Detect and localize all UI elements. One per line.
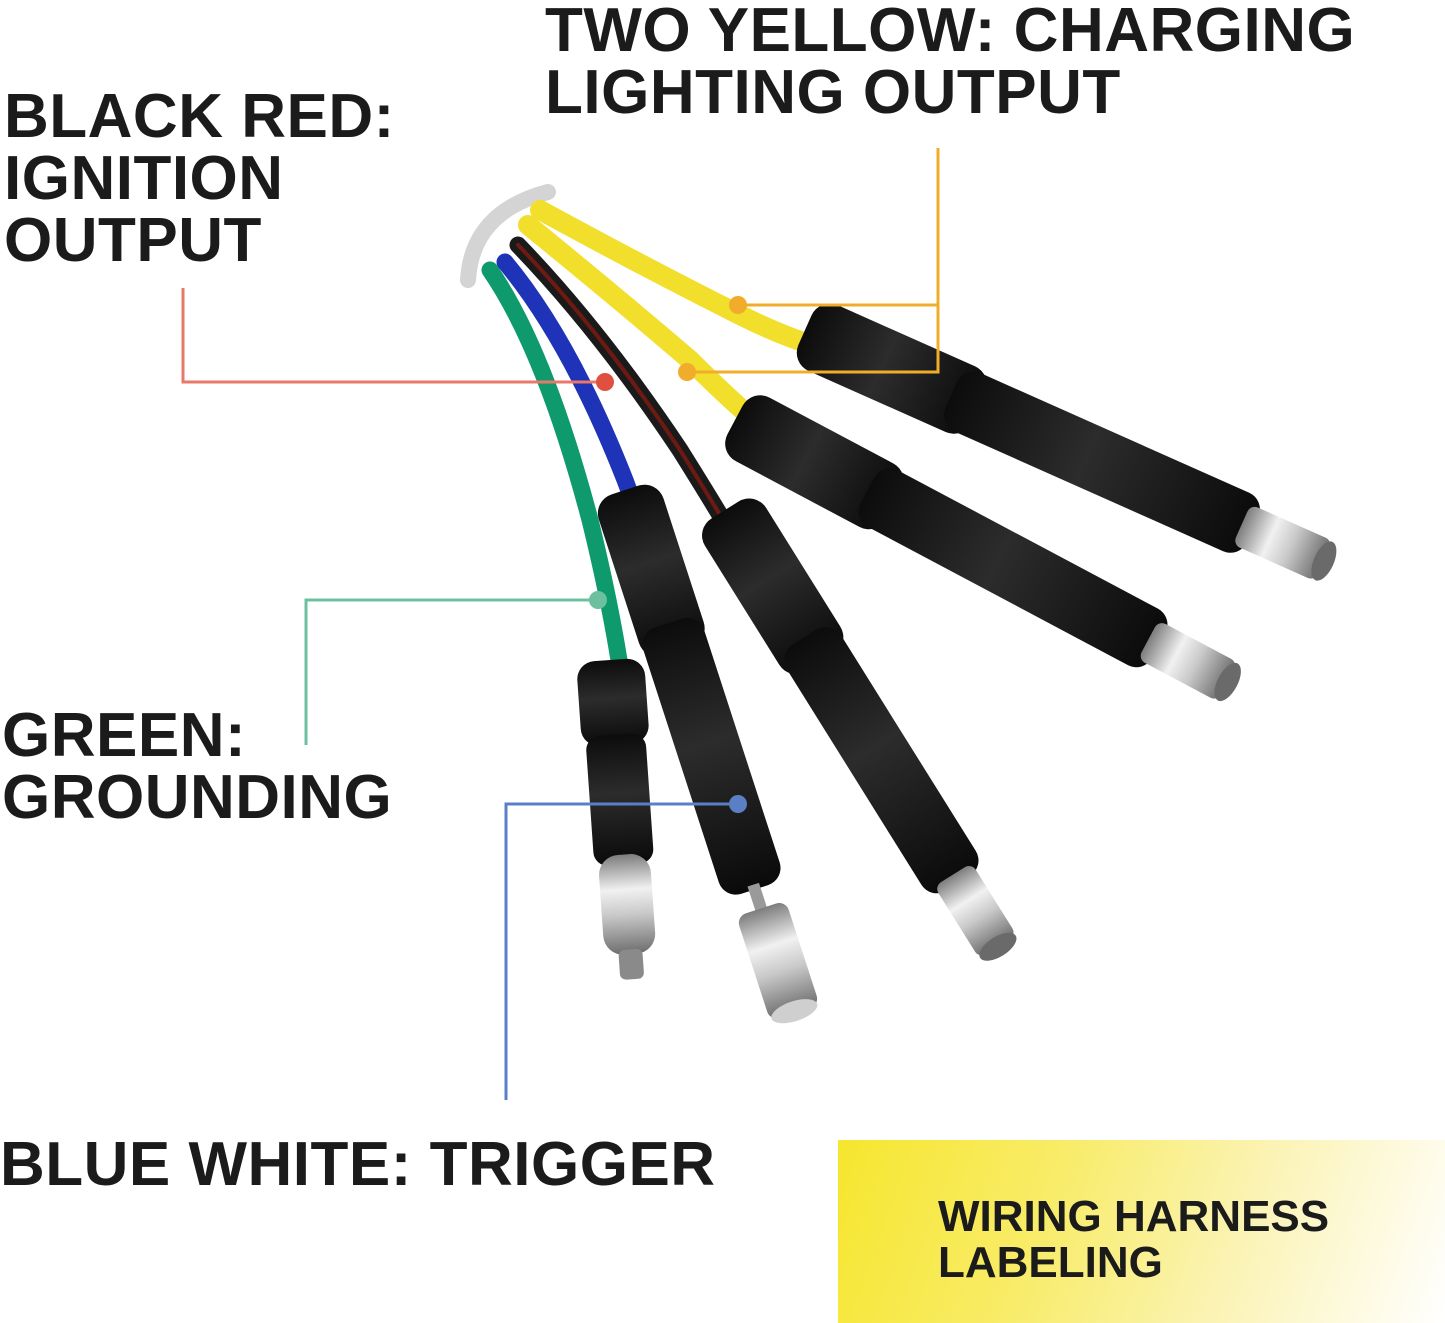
label-blue-white: BLUE WHITE: TRIGGER bbox=[0, 1134, 716, 1196]
wiring-harness-badge: WIRING HARNESS LABELING bbox=[838, 1140, 1445, 1323]
badge-line2: LABELING bbox=[938, 1238, 1163, 1287]
leader-blue bbox=[504, 802, 738, 1100]
connector-yellow-upper bbox=[796, 303, 1337, 581]
label-black-red-line3: OUTPUT bbox=[4, 206, 262, 275]
label-green-line2: GROUNDING bbox=[2, 763, 393, 832]
dot-yellow-lower bbox=[678, 363, 696, 381]
badge-text: WIRING HARNESS LABELING bbox=[938, 1194, 1329, 1286]
dot-green bbox=[589, 591, 607, 609]
label-two-yellow-line2: LIGHTING OUTPUT bbox=[545, 58, 1121, 127]
label-two-yellow-line1: TWO YELLOW: CHARGING bbox=[545, 0, 1356, 65]
leader-yellow-2 bbox=[687, 305, 940, 374]
leader-lines bbox=[181, 148, 940, 1100]
label-blue-white-line1: BLUE WHITE: TRIGGER bbox=[0, 1130, 716, 1199]
label-black-red-line1: BLACK RED: bbox=[4, 82, 395, 151]
leader-black-red bbox=[181, 288, 605, 384]
connector-yellow-lower bbox=[725, 395, 1241, 702]
connector-blue bbox=[597, 484, 818, 1024]
label-black-red-line2: IGNITION bbox=[4, 144, 284, 213]
leader-green bbox=[304, 598, 598, 745]
dot-black-red bbox=[596, 373, 614, 391]
dot-yellow-upper bbox=[729, 296, 747, 314]
leader-dots bbox=[589, 296, 747, 813]
connector-black-red bbox=[702, 498, 1017, 961]
leader-yellow bbox=[738, 148, 940, 307]
badge-line1: WIRING HARNESS bbox=[938, 1192, 1330, 1241]
connector-green bbox=[577, 658, 656, 980]
label-green-line1: GREEN: bbox=[2, 701, 247, 770]
dot-blue bbox=[729, 795, 747, 813]
label-two-yellow: TWO YELLOW: CHARGING LIGHTING OUTPUT bbox=[545, 0, 1355, 124]
wire-bundle bbox=[481, 200, 840, 689]
label-green: GREEN: GROUNDING bbox=[2, 705, 392, 829]
label-black-red: BLACK RED: IGNITION OUTPUT bbox=[4, 86, 395, 272]
